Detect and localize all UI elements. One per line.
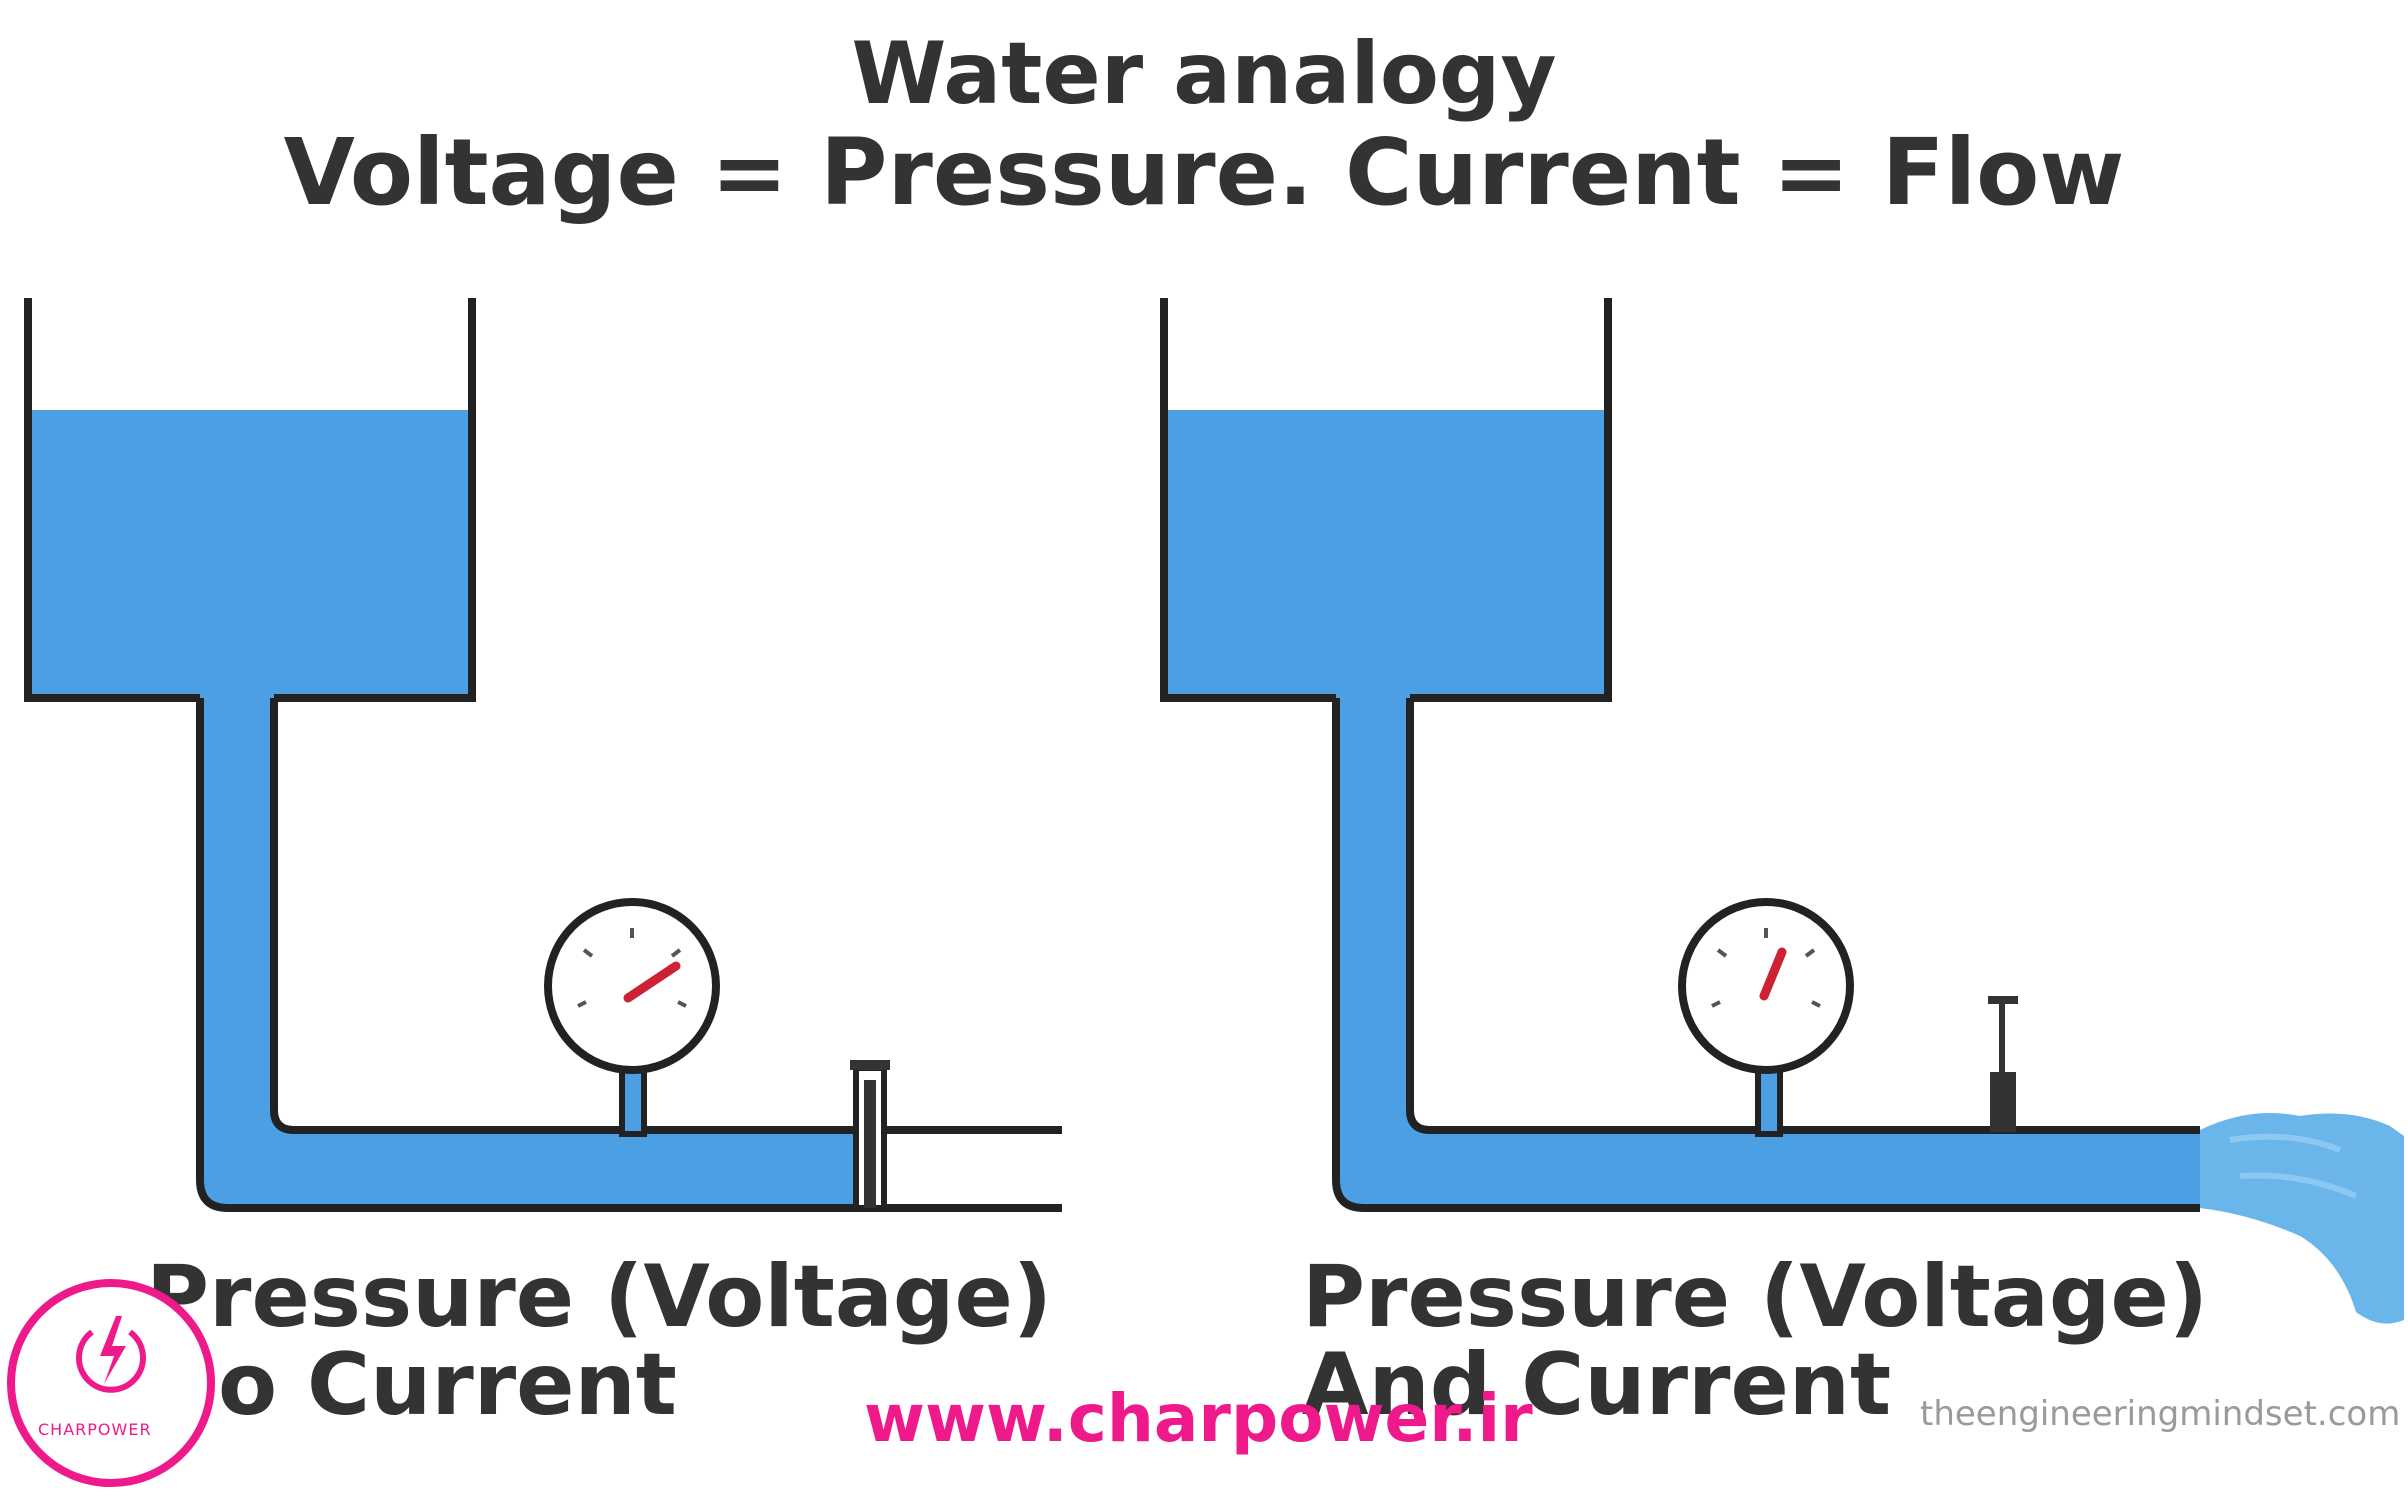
lightning-icon <box>100 1316 126 1384</box>
right-gauge-needle <box>1759 947 1787 1001</box>
right-gauge-ticks <box>1711 928 1821 1008</box>
right-tank-water <box>1164 410 1608 698</box>
left-gauge-needle <box>623 961 681 1003</box>
splash-highlight <box>2229 1133 2358 1199</box>
left-gauge-ticks <box>577 928 687 1008</box>
left-caption-line-2: No Current <box>146 1335 677 1435</box>
left-tank-water <box>28 410 472 698</box>
charpower-logo <box>7 1279 215 1487</box>
site-url-overlay[interactable]: www.charpower.ir <box>864 1380 1533 1457</box>
right-pressure-gauge <box>1678 898 1854 1137</box>
power-icon <box>76 1329 146 1393</box>
right-pipe-outer-wall <box>1332 698 2200 1212</box>
left-valve[interactable] <box>850 1060 890 1211</box>
right-caption-line-2: And Current <box>1302 1335 1892 1435</box>
title-line-1: Water analogy <box>851 24 1557 124</box>
left-panel <box>24 298 1062 1212</box>
right-pipe-water <box>1336 698 2200 1208</box>
right-panel <box>1160 298 2404 1324</box>
title-line-2: Voltage = Pressure. Current = Flow <box>283 119 2125 226</box>
right-valve[interactable] <box>1988 996 2018 1132</box>
water-outflow-splash <box>2200 1113 2404 1324</box>
right-caption-line-1: Pressure (Voltage) <box>1302 1247 2209 1347</box>
left-pipe-inner-wall <box>270 698 1062 1134</box>
right-pipe-inner-wall <box>1406 698 2200 1134</box>
logo-text: CHARPOWER <box>38 1420 152 1439</box>
left-pipe-outer-wall <box>196 698 1062 1212</box>
left-caption-line-1: Pressure (Voltage) <box>146 1247 1053 1347</box>
left-pipe-water <box>200 698 866 1208</box>
right-tank-outline <box>1160 298 1612 702</box>
left-pressure-gauge <box>544 898 720 1137</box>
left-tank-outline <box>24 298 476 702</box>
source-watermark: theengineeringmindset.com <box>1920 1394 2401 1434</box>
